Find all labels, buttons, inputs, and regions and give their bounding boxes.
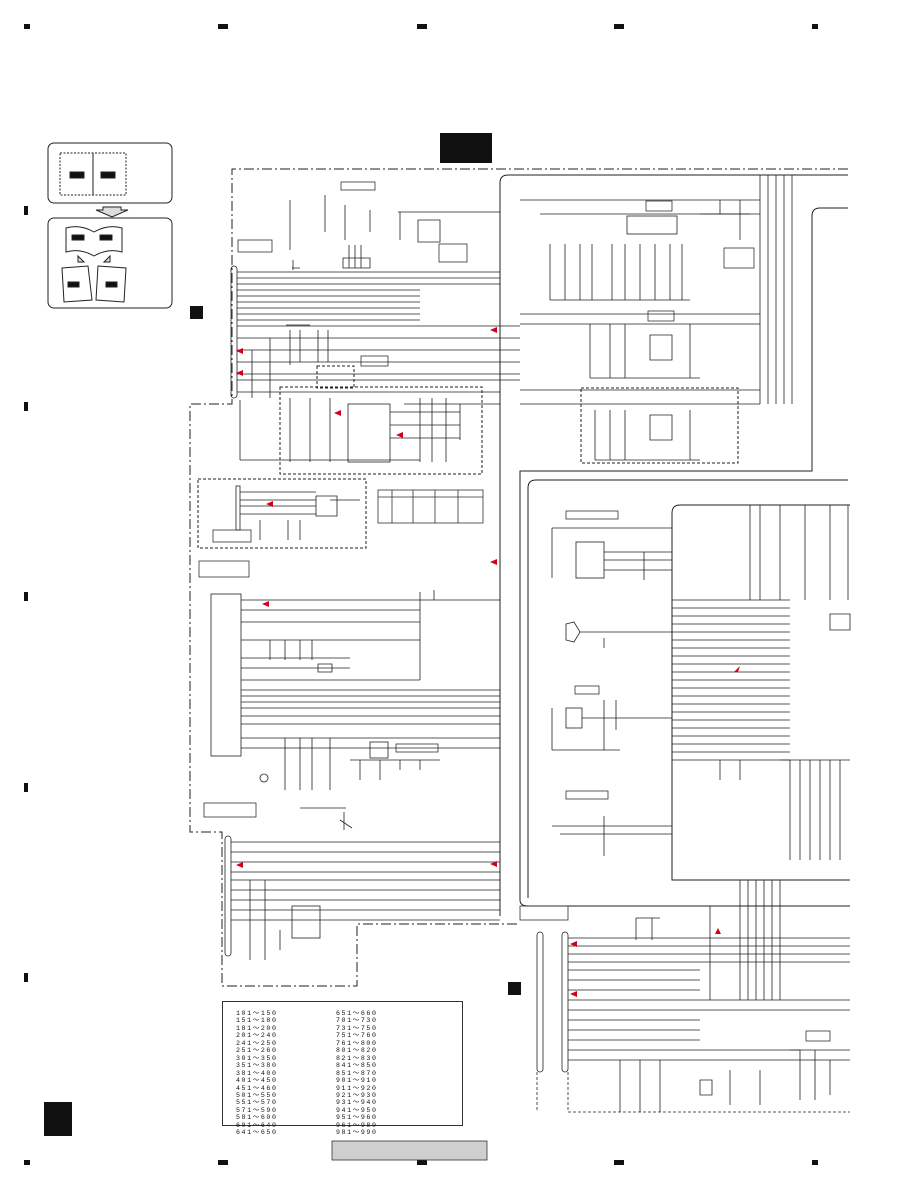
range-entry: 841～850 xyxy=(336,1062,378,1070)
range-entry: 381～400 xyxy=(236,1069,278,1077)
range-entry: 581～600 xyxy=(236,1114,278,1122)
range-column-right: 651～660 701～730 731～750 751～760 761～800 … xyxy=(336,1010,378,1137)
range-entry: 151～180 xyxy=(236,1017,278,1025)
section-marker-a xyxy=(190,306,203,319)
reference-range-table: 101～150 151～180 181～200 201～240 241～250 … xyxy=(222,1001,463,1136)
sheet-block-label xyxy=(440,133,492,163)
range-entry: 931～940 xyxy=(336,1099,378,1107)
range-entry: 941～950 xyxy=(336,1106,378,1114)
range-entry: 641～650 xyxy=(236,1129,278,1137)
sheet-assembly-guide xyxy=(47,142,173,309)
range-entry: 761～800 xyxy=(336,1039,378,1047)
range-entry: 351～380 xyxy=(236,1062,278,1070)
range-entry: 921～930 xyxy=(336,1091,378,1099)
range-entry: 911～920 xyxy=(336,1084,378,1092)
range-entry: 701～730 xyxy=(336,1017,378,1025)
range-entry: 821～830 xyxy=(336,1054,378,1062)
range-entry: 501～550 xyxy=(236,1091,278,1099)
range-entry: 571～590 xyxy=(236,1106,278,1114)
range-entry: 251～260 xyxy=(236,1047,278,1055)
range-entry: 801～820 xyxy=(336,1047,378,1055)
board-outlines xyxy=(499,174,850,916)
range-entry: 751～760 xyxy=(336,1032,378,1040)
range-entry: 901～910 xyxy=(336,1077,378,1085)
range-entry: 451～460 xyxy=(236,1084,278,1092)
range-entry: 201～240 xyxy=(236,1032,278,1040)
schematic-wiring xyxy=(210,175,851,1113)
range-column-left: 101～150 151～180 181～200 201～240 241～250 … xyxy=(236,1010,278,1137)
range-entry: 241～250 xyxy=(236,1039,278,1047)
range-entry: 731～750 xyxy=(336,1024,378,1032)
frame-tick-marks xyxy=(24,24,818,1165)
range-entry: 101～150 xyxy=(236,1010,278,1017)
range-entry: 961～980 xyxy=(336,1121,378,1129)
range-entry: 401～450 xyxy=(236,1077,278,1085)
signal-flow-arrows xyxy=(236,327,740,997)
range-entry: 951～960 xyxy=(336,1114,378,1122)
section-marker-b xyxy=(508,982,521,995)
range-entry: 181～200 xyxy=(236,1024,278,1032)
range-entry: 551～570 xyxy=(236,1099,278,1107)
pcb-boundary xyxy=(189,168,848,987)
range-entry: 651～660 xyxy=(336,1010,378,1017)
range-entry: 851～870 xyxy=(336,1069,378,1077)
range-entry: 301～350 xyxy=(236,1054,278,1062)
sub-block-outlines xyxy=(197,365,739,549)
range-entry: 981～990 xyxy=(336,1129,378,1137)
footer-bar xyxy=(331,1140,488,1161)
page-corner-block xyxy=(44,1102,72,1136)
range-entry: 601～640 xyxy=(236,1121,278,1129)
connector-labels xyxy=(198,181,831,1042)
